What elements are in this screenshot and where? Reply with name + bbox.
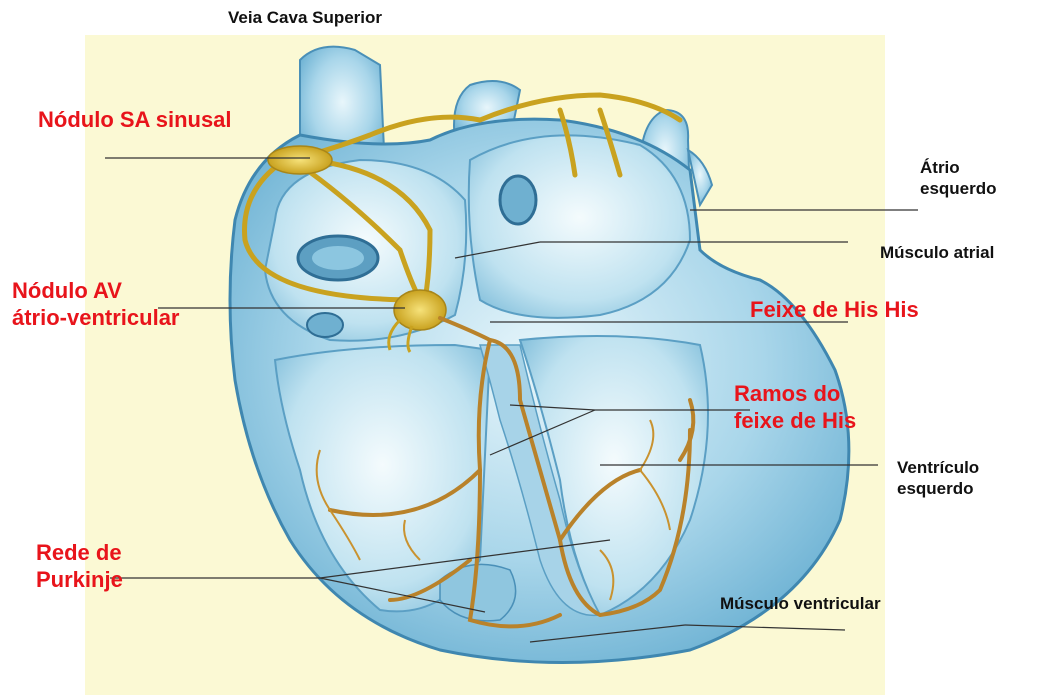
valve-opening-inner [312, 246, 364, 270]
label-purkinje-line1: Rede de [36, 540, 123, 567]
left-atrium [469, 135, 690, 317]
av-node [394, 290, 446, 330]
label-av-node-line1: Nódulo AV [12, 278, 180, 305]
label-bundle-branches: Ramos do feixe de His [734, 381, 856, 435]
label-bundle-branches-line1: Ramos do [734, 381, 856, 408]
label-left-ventricle: Ventrículo esquerdo [897, 458, 979, 499]
label-av-node-line2: átrio-ventricular [12, 305, 180, 332]
label-his-bundle: Feixe de His His [750, 297, 919, 324]
label-left-ventricle-line2: esquerdo [897, 479, 979, 500]
label-av-node: Nódulo AV átrio-ventricular [12, 278, 180, 332]
label-left-atrium-line1: Átrio [920, 158, 997, 179]
label-purkinje-line2: Purkinje [36, 567, 123, 594]
label-atrial-muscle: Músculo atrial [880, 243, 994, 264]
label-left-atrium: Átrio esquerdo [920, 158, 997, 199]
label-bundle-branches-line2: feixe de His [734, 408, 856, 435]
valve-opening [307, 313, 343, 337]
label-left-atrium-line2: esquerdo [920, 179, 997, 200]
label-superior-vena-cava: Veia Cava Superior [228, 8, 382, 29]
label-left-ventricle-line1: Ventrículo [897, 458, 979, 479]
label-sa-node: Nódulo SA sinusal [38, 107, 232, 134]
valve-opening [500, 176, 536, 224]
sa-node [268, 146, 332, 174]
label-ventricular-muscle: Músculo ventricular [720, 594, 881, 615]
label-purkinje: Rede de Purkinje [36, 540, 123, 594]
